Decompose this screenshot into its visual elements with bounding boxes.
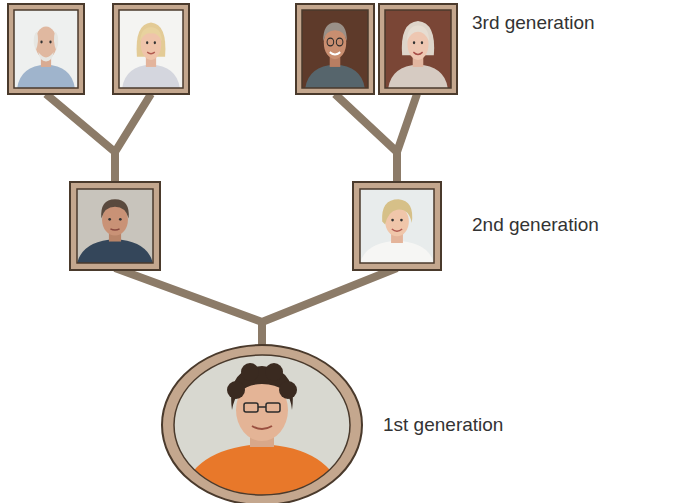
generation-label: 1st generation	[383, 414, 503, 437]
generation-label: 2nd generation	[472, 214, 599, 237]
portrait-frame	[379, 4, 457, 94]
portrait-frame	[8, 4, 84, 94]
portrait-oval-frame	[162, 345, 362, 503]
portrait-frame	[296, 4, 374, 94]
portrait-frame	[353, 182, 441, 270]
portrait-frame	[70, 182, 160, 270]
generation-label: 3rd generation	[472, 12, 595, 35]
portrait-frame	[113, 4, 189, 94]
